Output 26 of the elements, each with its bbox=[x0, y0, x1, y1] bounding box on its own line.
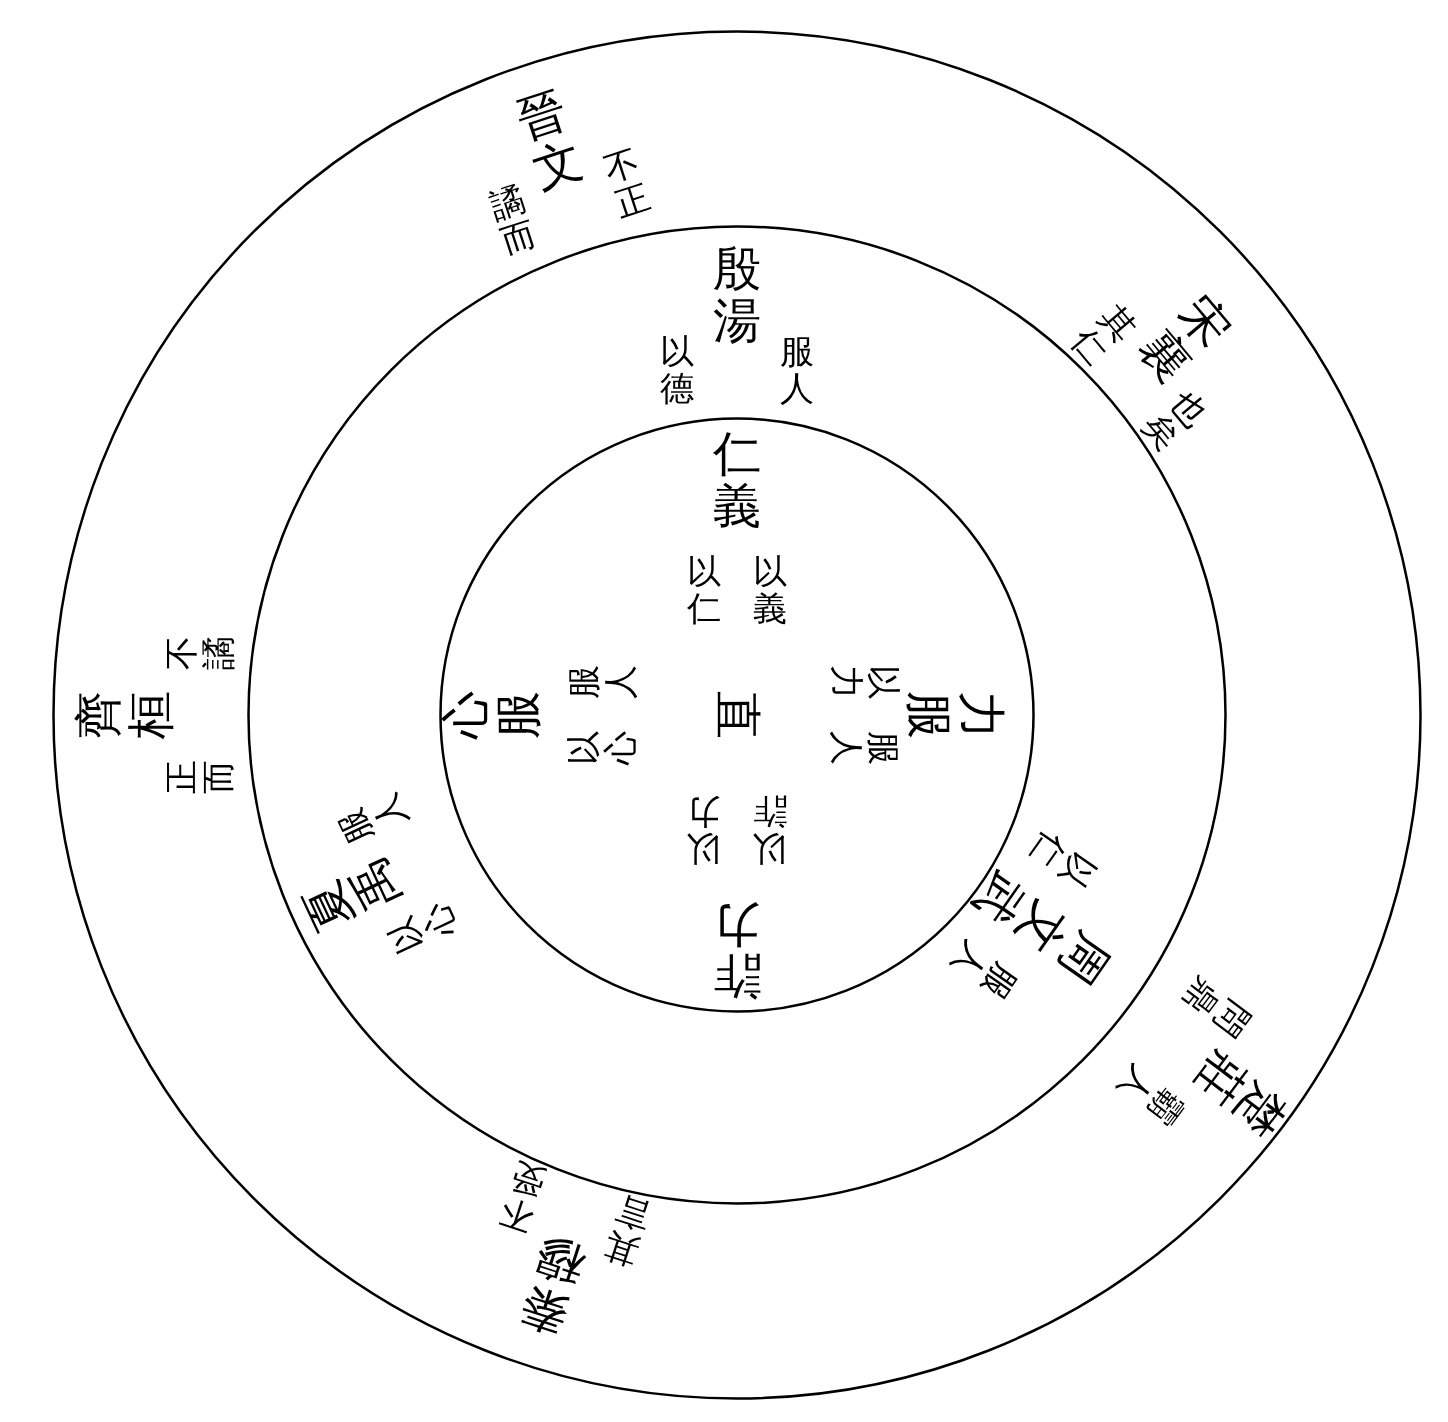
annotation-text: 不譎 bbox=[163, 636, 237, 670]
annotation-text: 服人 bbox=[828, 731, 902, 765]
annotation-text: 服人 bbox=[331, 788, 413, 850]
annotation-text: 以力 bbox=[687, 793, 721, 867]
heading-text: 仁義 bbox=[713, 428, 761, 532]
heading-text: 詐力 bbox=[713, 898, 761, 1002]
annotation-text: 服人 bbox=[780, 333, 814, 407]
annotation-text: 服人 bbox=[944, 936, 1025, 1007]
annotation-text: 以德 bbox=[660, 333, 694, 407]
annotation-text: 不正 bbox=[599, 142, 655, 224]
annotation-text: 其言 bbox=[599, 1191, 655, 1272]
heading-text: 力服 bbox=[903, 691, 1007, 739]
annotation-text: 以義 bbox=[753, 553, 787, 627]
annotation-text: 以力 bbox=[828, 665, 902, 699]
annotation-text: 以仁 bbox=[687, 553, 721, 627]
annotation-text: 譎而 bbox=[485, 179, 541, 261]
annotation-text: 不受 bbox=[494, 1157, 550, 1238]
annotation-text: 正而 bbox=[163, 760, 237, 794]
heading-text: 心服 bbox=[440, 691, 544, 739]
heading-text: 直 bbox=[711, 691, 763, 739]
heading-text: 齊桓 bbox=[73, 691, 177, 739]
heading-text: 殷湯 bbox=[713, 243, 761, 347]
annotation-text: 服人 bbox=[565, 665, 639, 699]
annotation-text: 問鼎 bbox=[1177, 972, 1257, 1044]
annotation-text: 以詐 bbox=[753, 793, 787, 867]
annotation-text: 以心 bbox=[565, 731, 639, 765]
